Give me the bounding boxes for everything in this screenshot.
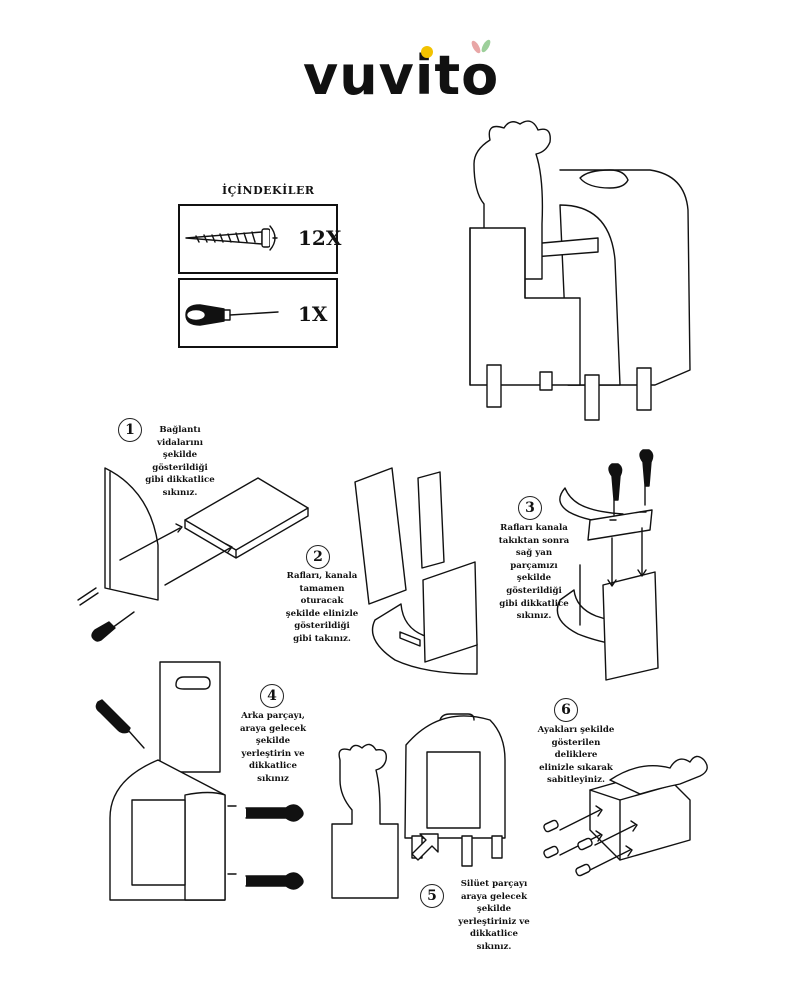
step-3-number: 3	[518, 496, 542, 520]
step-4-illustration	[95, 661, 304, 901]
screwdriver-qty: 1X	[298, 302, 328, 326]
screw-icon	[185, 225, 278, 251]
step-2-number: 2	[306, 545, 330, 569]
step-4-number: 4	[260, 684, 284, 708]
step-6-number: 6	[554, 698, 578, 722]
screw-qty: 12X	[298, 226, 342, 250]
screwdriver-icon	[185, 304, 279, 326]
step-6-illustration	[543, 755, 708, 877]
contents-title: İÇİNDEKİLER	[222, 184, 315, 197]
step-5-illustration	[331, 713, 506, 899]
assembled-giraffe-bookcase	[469, 120, 691, 421]
step-5-number: 5	[420, 884, 444, 908]
step-2-illustration	[354, 467, 478, 675]
step-3-illustration	[556, 449, 659, 681]
step-1-number: 1	[118, 418, 142, 442]
step-1-illustration	[77, 467, 309, 642]
brand-name: vuvito	[303, 44, 500, 107]
